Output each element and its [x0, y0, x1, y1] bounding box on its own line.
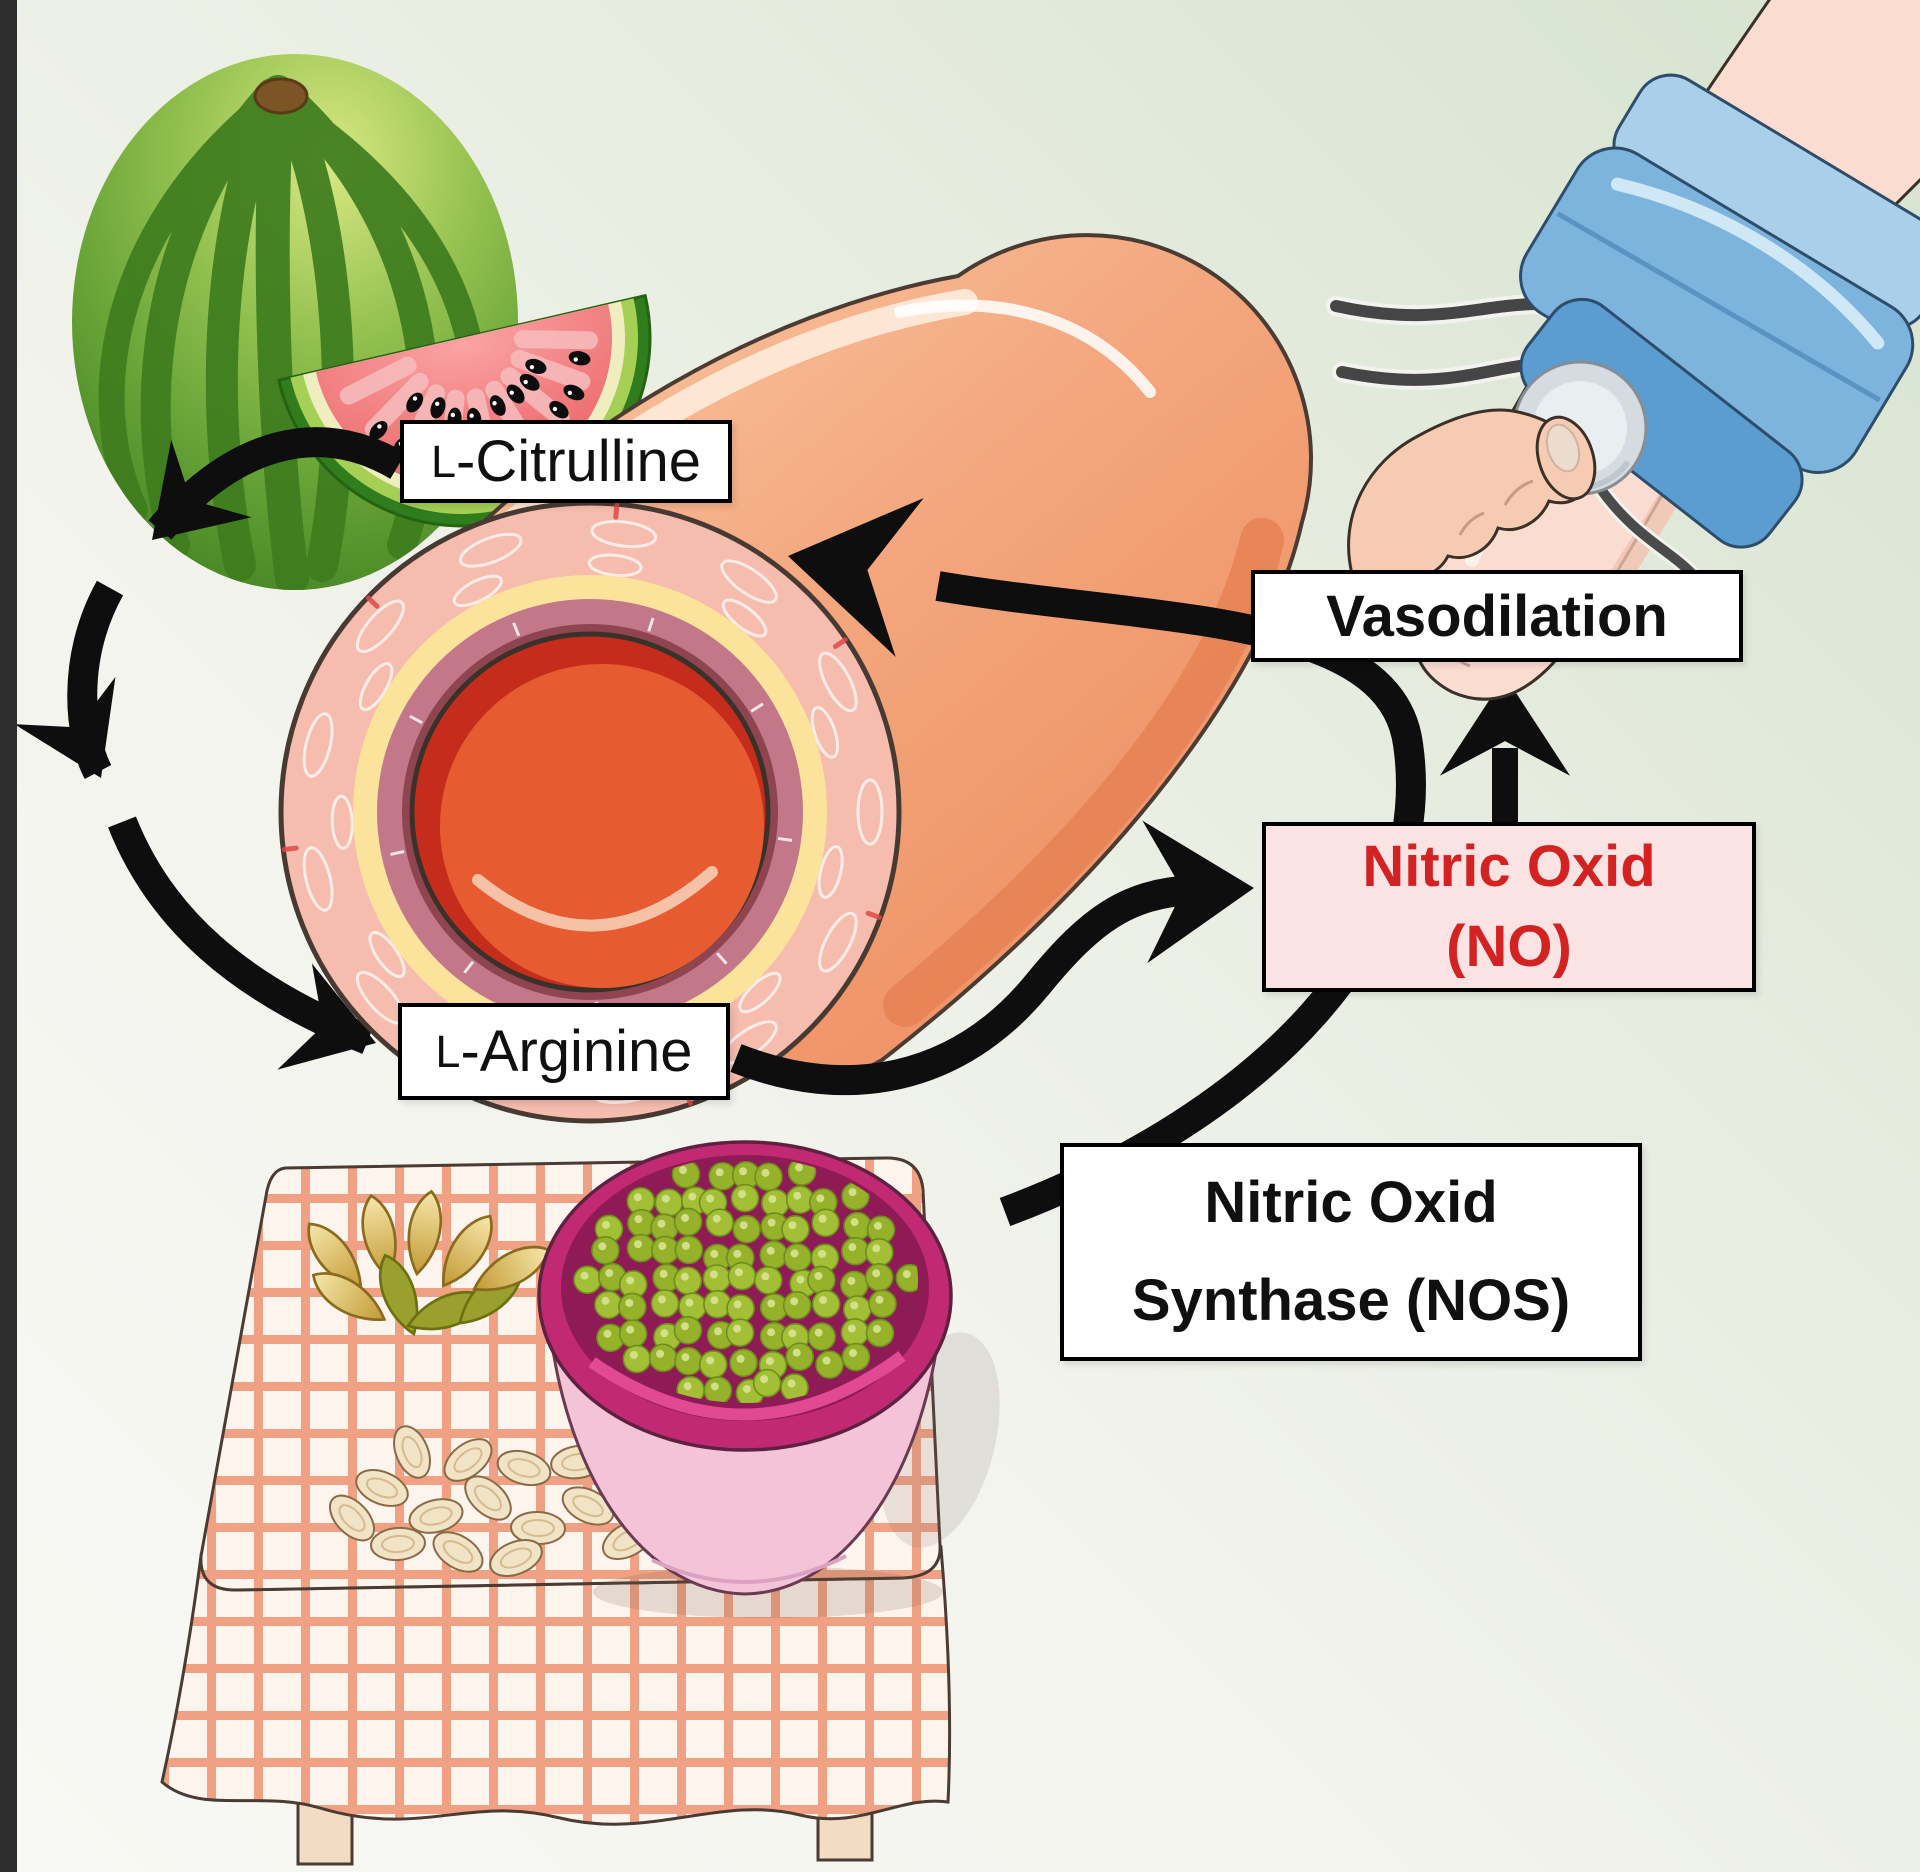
watermelon-stem [253, 77, 309, 115]
green-peas [573, 1157, 918, 1403]
l-citrulline-prefix: L [431, 435, 457, 487]
nitric-oxide-line1: Nitric Oxid [1362, 834, 1656, 899]
pea-bowl [537, 1140, 953, 1618]
tablecloth-skirt [160, 1545, 952, 1826]
blood-pressure-measurement-illustration [1326, 0, 1920, 701]
vasodilation-label: Vasodilation [1251, 570, 1743, 662]
pumpkin-seeds [307, 1189, 550, 1337]
nos-reaction-arrow [935, 571, 1426, 1227]
no-to-vasodilation-arrow [1439, 676, 1571, 828]
vasodilation-text: Vasodilation [1326, 583, 1668, 649]
nos-label: Nitric Oxid Synthase (NOS) [1060, 1143, 1642, 1361]
l-arginine-label: L-Arginine [398, 1003, 730, 1100]
l-arginine-prefix: L [435, 1025, 461, 1077]
vessel-media-ticks [390, 617, 793, 1016]
cycle-arrow-segment-3 [108, 816, 374, 1054]
l-citrulline-text: -Citrulline [456, 429, 701, 494]
vessel-cross-section [278, 500, 902, 1124]
legume-table-illustration [160, 1140, 1000, 1866]
nos-line1: Nitric Oxid [1204, 1170, 1498, 1235]
blood-pressure-cuff [1519, 73, 1920, 549]
nos-line2: Synthase (NOS) [1131, 1268, 1571, 1333]
thumb-nail [1545, 423, 1581, 473]
arginine-to-no-arrow [730, 875, 1194, 1096]
left-edge-bar [0, 0, 17, 1872]
l-citrulline-label: L-Citrulline [400, 420, 732, 503]
l-arginine-text: -Arginine [460, 1019, 693, 1084]
nitric-oxide-label: Nitric Oxid (NO) [1262, 822, 1756, 992]
nitric-oxide-line2: (NO) [1446, 914, 1572, 979]
